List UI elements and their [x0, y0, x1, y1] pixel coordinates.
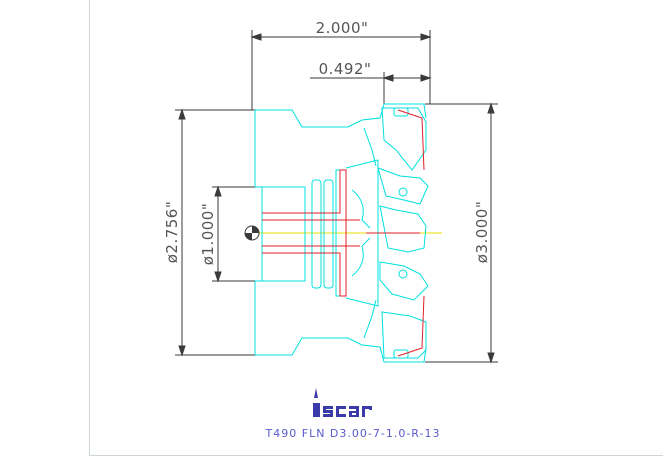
dim-body-diameter: ø2.756" [163, 201, 181, 264]
center-marker [244, 225, 260, 241]
dim-bore-diameter: ø1.000" [199, 203, 217, 266]
dim-cutting-diameter: ø3.000" [473, 201, 491, 264]
drawing-frame [89, 0, 663, 456]
dim-overall-length: 2.000" [316, 19, 369, 37]
dimension-lines [175, 30, 498, 364]
dim-insert-width: 0.492" [319, 60, 372, 78]
tool-designation: T490 FLN D3.00-7-1.0-R-13 [265, 427, 441, 440]
iscar-logo: iscar [313, 388, 372, 417]
hidden-lines [262, 109, 425, 357]
